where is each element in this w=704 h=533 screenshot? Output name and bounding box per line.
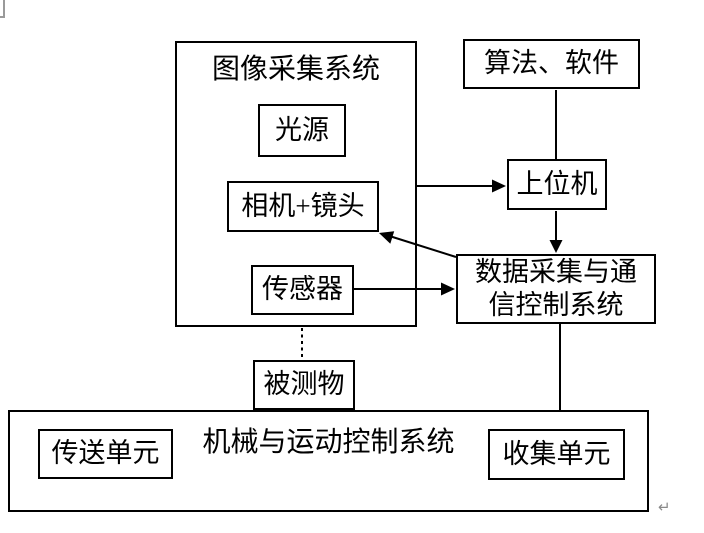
node-host-computer: 上位机: [507, 159, 607, 210]
node-transfer-unit: 传送单元: [38, 429, 173, 479]
node-measured-object-label: 被测物: [263, 369, 345, 400]
paragraph-mark: ↵: [658, 498, 671, 516]
group-image-acquisition-system-label: 图像采集系统: [211, 54, 380, 85]
node-camera-lens-label: 相机+镜头: [241, 190, 365, 221]
node-algorithm-software-label: 算法、软件: [484, 48, 619, 79]
node-host-computer-label: 上位机: [516, 168, 598, 199]
node-collection-unit-label: 收集单元: [502, 438, 611, 469]
group-mechanical-motion-system-label: 机械与运动控制系统: [202, 427, 455, 458]
node-data-comm-system-label-line2: 信控制系统: [488, 290, 624, 320]
node-algorithm-software: 算法、软件: [463, 39, 640, 89]
node-light-source: 光源: [258, 104, 346, 157]
node-camera-lens: 相机+镜头: [227, 181, 379, 232]
node-light-source-label: 光源: [275, 114, 329, 145]
anchor-box: [0, 0, 5, 18]
node-data-comm-system-label-line1: 数据采集与通: [475, 257, 637, 288]
edge-imagesys-to-host: [417, 179, 506, 193]
node-data-comm-system: 数据采集与通 信控制系统: [456, 254, 656, 324]
edge-host-to-datacomm: [549, 211, 563, 253]
node-sensor: 传感器: [251, 265, 354, 315]
node-transfer-unit-label: 传送单元: [51, 438, 160, 469]
node-sensor-label: 传感器: [262, 274, 343, 305]
node-collection-unit: 收集单元: [488, 429, 625, 480]
node-measured-object: 被测物: [253, 360, 355, 410]
